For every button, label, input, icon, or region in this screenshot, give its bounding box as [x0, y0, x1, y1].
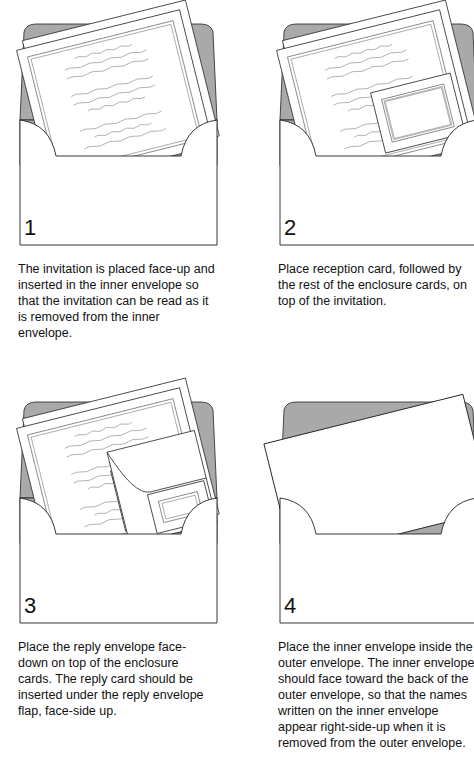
envelope-front: [20, 498, 217, 623]
script-text: [67, 58, 149, 80]
script-text: [80, 110, 162, 132]
step-caption: Place the reply envelope face-down on to…: [18, 639, 216, 719]
step-number: 3: [24, 594, 36, 618]
card-border: [31, 24, 199, 171]
step-number: 2: [284, 216, 296, 240]
step-caption: Place reception card, followed by the re…: [278, 261, 474, 309]
script-text: [75, 421, 133, 437]
card-border: [382, 84, 455, 142]
step-number: 1: [24, 216, 36, 240]
script-text: [94, 122, 152, 138]
script-text: [325, 49, 407, 71]
script-text: [335, 43, 393, 59]
script-text: [327, 58, 409, 80]
envelope-front: [280, 120, 474, 245]
script-text: [75, 43, 133, 59]
script-text: [65, 49, 147, 71]
step-caption: Place the inner envelope inside the oute…: [278, 639, 474, 751]
card-border: [385, 88, 450, 139]
script-text: [88, 96, 146, 112]
envelope-front: [280, 498, 474, 623]
step-caption: The invitation is placed face-up and ins…: [18, 261, 216, 341]
step-number: 4: [284, 594, 296, 618]
envelope-front: [20, 120, 217, 245]
script-text: [71, 75, 153, 97]
card-border: [384, 86, 452, 139]
script-text: [73, 84, 155, 106]
script-text: [84, 128, 166, 150]
